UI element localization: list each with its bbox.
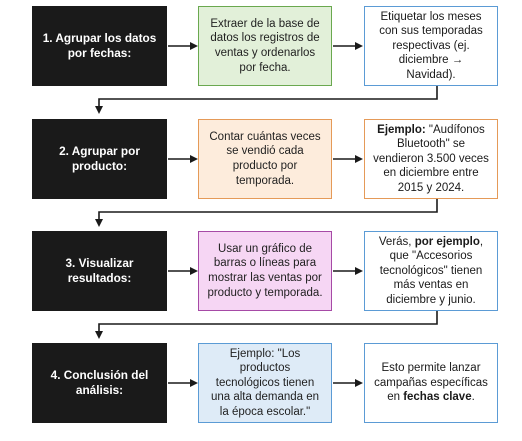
connector-row2-to-row3 bbox=[95, 199, 438, 227]
right-2-bold-part: Ejemplo: bbox=[377, 123, 426, 136]
middle-4-box: Ejemplo: "Los productos tecnológicos tie… bbox=[198, 343, 332, 423]
middle-3-text: Usar un gráfico de barras o líneas para … bbox=[207, 242, 323, 299]
right-4-text: Esto permite lanzar campañas específicas… bbox=[373, 361, 489, 405]
step-3-label: 3. Visualizar resultados: bbox=[65, 256, 134, 285]
step-4-box: 4. Conclusión del análisis: bbox=[32, 343, 167, 423]
right-4-box: Esto permite lanzar campañas específicas… bbox=[364, 343, 498, 423]
right-2-text: Ejemplo: "Audífonos Bluetooth" se vendie… bbox=[373, 123, 489, 196]
step-1-label: 1. Agrupar los datos por fechas: bbox=[42, 31, 157, 60]
middle-2-text: Contar cuántas veces se vendió cada prod… bbox=[209, 130, 321, 187]
connector-row1-to-row2 bbox=[95, 86, 438, 114]
step-2-box: 2. Agrupar por producto: bbox=[32, 119, 167, 199]
right-3-text-part-a: Verás, bbox=[378, 235, 415, 248]
right-3-text-part-b: , que "Accesorios tecnológicos" tienen m… bbox=[379, 235, 484, 306]
right-4-text-part-a: Esto permite lanzar campañas específicas… bbox=[374, 362, 488, 404]
middle-1-text: Extraer de la base de datos los registro… bbox=[210, 17, 320, 74]
middle-3-box: Usar un gráfico de barras o líneas para … bbox=[198, 231, 332, 311]
step-4-label: 4. Conclusión del análisis: bbox=[50, 368, 149, 397]
right-1-text: Etiquetar los meses con sus temporadas r… bbox=[373, 10, 489, 83]
right-2-box: Ejemplo: "Audífonos Bluetooth" se vendie… bbox=[364, 119, 498, 199]
right-3-box: Verás, por ejemplo, que "Accesorios tecn… bbox=[364, 231, 498, 311]
right-4-text-part-b: . bbox=[471, 391, 475, 404]
right-1-box: Etiquetar los meses con sus temporadas r… bbox=[364, 6, 498, 86]
step-3-box: 3. Visualizar resultados: bbox=[32, 231, 167, 311]
middle-4-text: Ejemplo: "Los productos tecnológicos tie… bbox=[210, 347, 320, 418]
middle-1-box: Extraer de la base de datos los registro… bbox=[198, 6, 332, 86]
step-1-box: 1. Agrupar los datos por fechas: bbox=[32, 6, 167, 86]
right-1-text-part: Etiquetar los meses con sus temporadas r… bbox=[379, 10, 483, 81]
step-2-label: 2. Agrupar por producto: bbox=[59, 144, 140, 173]
right-4-bold-part: fechas clave bbox=[403, 391, 472, 404]
middle-2-box: Contar cuántas veces se vendió cada prod… bbox=[198, 119, 332, 199]
right-2-text-part: "Audífonos Bluetooth" se vendieron 3.500… bbox=[373, 123, 489, 194]
right-3-text: Verás, por ejemplo, que "Accesorios tecn… bbox=[373, 235, 489, 308]
right-3-bold-part: por ejemplo bbox=[414, 235, 480, 248]
connector-row3-to-row4 bbox=[95, 311, 438, 339]
